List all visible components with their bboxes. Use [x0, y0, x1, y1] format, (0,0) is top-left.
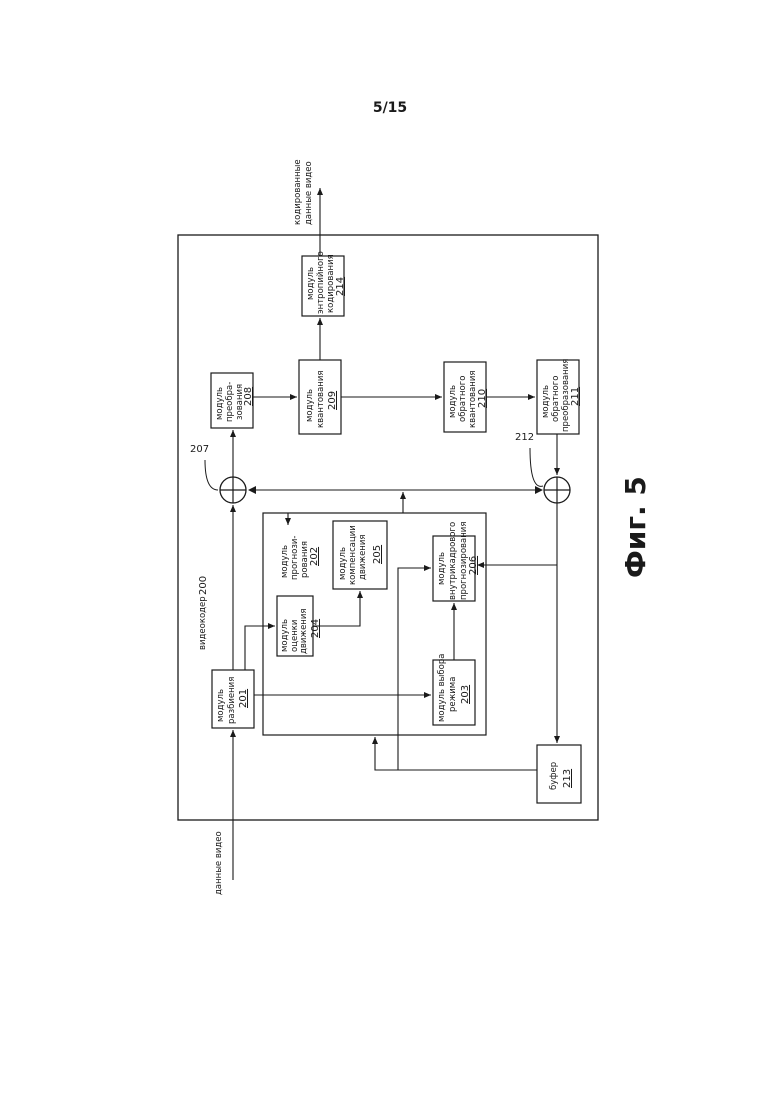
motion-comp-number: 205 [372, 545, 383, 564]
quant-line2: квантования [316, 371, 326, 428]
intra-pred-line2: внутрикадрового [448, 522, 458, 600]
inv-quant-number: 210 [477, 389, 488, 408]
transform-number: 208 [243, 387, 254, 406]
video-in-label: данные видео [214, 831, 224, 895]
inv-quant-line2: обратного [458, 376, 468, 422]
intra-pred-line1: модуль [437, 552, 447, 585]
transform-line1: модуль [215, 387, 225, 420]
inv-transform-number: 211 [570, 387, 581, 406]
summer-212-label: 212 [515, 432, 534, 443]
encoded-out-label-1: кодированные [293, 159, 303, 225]
inv-transform-line2: обратного [551, 376, 561, 422]
buffer-block [537, 745, 581, 803]
encoder-number: 200 [198, 576, 209, 595]
motion-est-number: 204 [310, 619, 321, 638]
buffer-line1: буфер [549, 762, 559, 790]
mode-select-line2: режима [448, 677, 458, 712]
mode-select-line1: модуль выбора [437, 654, 447, 722]
prediction-number: 202 [309, 547, 320, 566]
encoder-frame [178, 235, 598, 820]
quant-number: 209 [327, 391, 338, 410]
entropy-line1: модуль [306, 267, 316, 300]
motion-comp-line3: движения [358, 535, 368, 581]
callout-207 [205, 460, 218, 490]
entropy-line2: энтропийного [316, 251, 326, 314]
mode-select-number: 203 [460, 685, 471, 704]
partition-line2: разбиения [227, 677, 237, 724]
wire-buffer-intra [398, 568, 431, 770]
prediction-line1: модуль [280, 545, 290, 578]
summer-212 [544, 477, 570, 503]
partition-line1: модуль [216, 689, 226, 722]
entropy-number: 214 [335, 277, 346, 296]
motion-est-line3: движения [299, 609, 309, 655]
encoder-label: видеокодер [198, 596, 208, 650]
quant-line1: модуль [305, 389, 315, 422]
motion-comp-line1: модуль [338, 547, 348, 580]
partition-number: 201 [238, 689, 249, 708]
motion-comp-line2: компенсации [348, 525, 358, 585]
inv-quant-line1: модуль [448, 385, 458, 418]
summer-207 [220, 477, 246, 503]
encoded-out-label-2: данные видео [304, 161, 314, 225]
wire-partition-me [245, 626, 275, 670]
buffer-number: 213 [562, 769, 573, 788]
intra-pred-number: 206 [468, 556, 479, 575]
inv-transform-line1: модуль [541, 385, 551, 418]
prediction-line2: прогнози- [290, 536, 300, 581]
callout-212 [530, 448, 543, 486]
figure-caption: Фиг. 5 [619, 476, 652, 578]
wire-buffer-feedback [375, 737, 537, 770]
summer-207-label: 207 [190, 444, 209, 455]
motion-est-line1: модуль [280, 619, 290, 652]
transform-line2: преобра- [225, 382, 235, 422]
